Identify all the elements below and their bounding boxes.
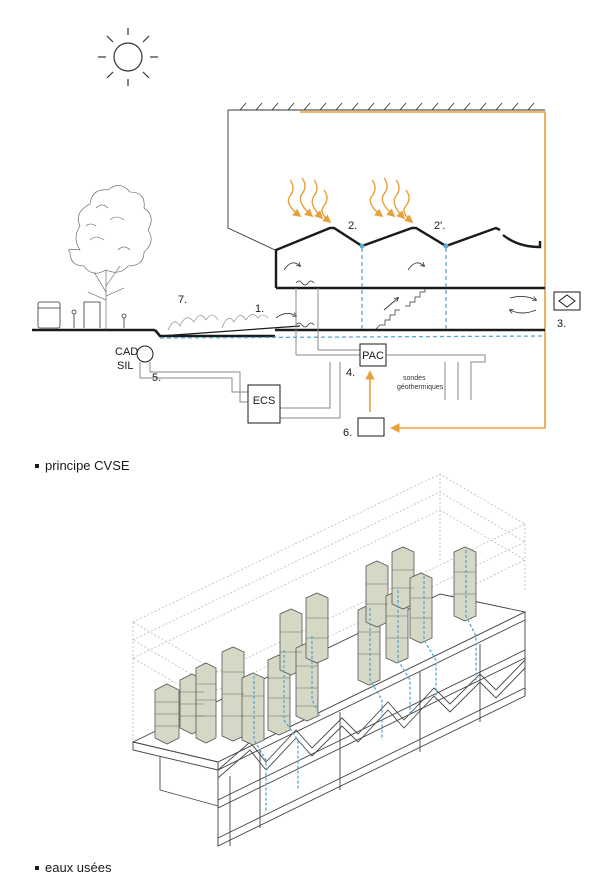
orange-circuit <box>300 111 546 433</box>
caption-eaux-text: eaux usées <box>45 860 112 875</box>
district-heating-connection <box>136 345 154 363</box>
svg-text:PAC: PAC <box>362 350 384 362</box>
svg-text:6.: 6. <box>343 427 352 439</box>
ecs-tank: ECS <box>247 384 281 424</box>
svg-text:sondes: sondes <box>403 375 426 382</box>
wastewater-pipes <box>253 550 477 812</box>
stair <box>374 289 426 331</box>
roof-nodes <box>359 243 449 249</box>
heat-recovery-box <box>357 417 385 437</box>
building-outline <box>227 110 276 251</box>
pac-unit: PAC <box>359 343 387 367</box>
floor-slabs <box>32 286 545 338</box>
svg-text:2'.: 2'. <box>434 220 445 232</box>
solar-rays <box>287 177 414 224</box>
radiator-symbols <box>295 280 315 328</box>
vegetation <box>167 314 269 331</box>
bullet-icon <box>35 463 39 468</box>
airflow-arrows <box>275 263 536 319</box>
svg-text:4.: 4. <box>346 367 355 379</box>
svg-text:5.: 5. <box>152 372 161 384</box>
svg-text:2.: 2. <box>348 220 357 232</box>
svg-text:ECS: ECS <box>253 395 276 407</box>
svg-text:1.: 1. <box>255 303 264 315</box>
service-ducts <box>139 288 486 419</box>
sawtooth-roof <box>274 226 542 288</box>
stacked-modules <box>154 546 477 746</box>
caption-eaux-usees: eaux usées <box>35 860 112 875</box>
street-furniture <box>37 301 127 329</box>
svg-text:3.: 3. <box>557 318 566 330</box>
svg-text:géothermiques: géothermiques <box>397 384 444 391</box>
sun-icon <box>98 28 158 86</box>
caption-cvse: principe CVSE <box>35 458 130 473</box>
diagram-labels: 1. 2. 2'. 3. 4. 5. 6. 7. CAD SIL sondes … <box>115 220 566 439</box>
bullet-icon <box>35 865 39 870</box>
tree-icon <box>68 185 152 330</box>
svg-text:CAD: CAD <box>115 346 138 358</box>
roof-trusses <box>217 659 526 779</box>
rainwater-pipes <box>159 248 546 339</box>
svg-text:7.: 7. <box>178 294 187 306</box>
ventilation-unit <box>553 291 581 311</box>
roof-hatch <box>228 102 545 111</box>
svg-text:SIL: SIL <box>117 360 134 372</box>
caption-cvse-text: principe CVSE <box>45 458 130 473</box>
